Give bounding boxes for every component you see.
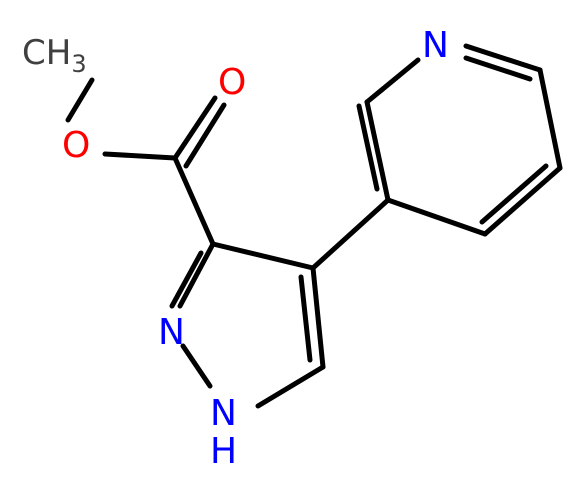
bond-py-c5-c4 — [482, 165, 563, 237]
bond-py-n-c6 — [463, 43, 543, 73]
bond-c-double-o-a — [172, 95, 218, 161]
methyl-label: CH3 — [22, 33, 87, 78]
pyrazole-n1-label: N — [210, 393, 237, 434]
ester-oxygen-label: O — [62, 125, 90, 166]
bond-py-c2-n — [364, 57, 421, 105]
pyrazole-n2-label: N — [158, 312, 185, 353]
bond-py-n-c6-inner — [463, 55, 533, 82]
bond-c3-n2-a — [177, 241, 216, 309]
bond-c4-pyridine — [310, 197, 391, 271]
pyridine-nitrogen-label: N — [422, 25, 449, 66]
bond-o-c-ester — [102, 151, 178, 161]
bond-py-c3-c2-inner — [356, 103, 380, 192]
bond-c3-n2-b — [169, 250, 204, 309]
bond-n1-c5 — [255, 364, 326, 409]
bond-py-c3-c2 — [364, 99, 391, 203]
bond-n2-n1 — [180, 343, 213, 389]
nh-hydrogen-label: H — [210, 431, 237, 472]
bond-py-c5-c4-inner — [479, 163, 549, 225]
carbonyl-oxygen-label: O — [218, 62, 246, 103]
bond-c-c3 — [172, 155, 216, 247]
bond-py-c6-c5 — [537, 67, 563, 171]
bond-c3-c4 — [210, 241, 316, 271]
bond-c-double-o-b — [183, 102, 227, 169]
bond-py-c4-c3 — [385, 197, 488, 237]
bond-c5-c4-a — [310, 265, 326, 370]
bond-c5-c4-b — [298, 274, 313, 363]
bond-ch3-o — [65, 77, 95, 123]
